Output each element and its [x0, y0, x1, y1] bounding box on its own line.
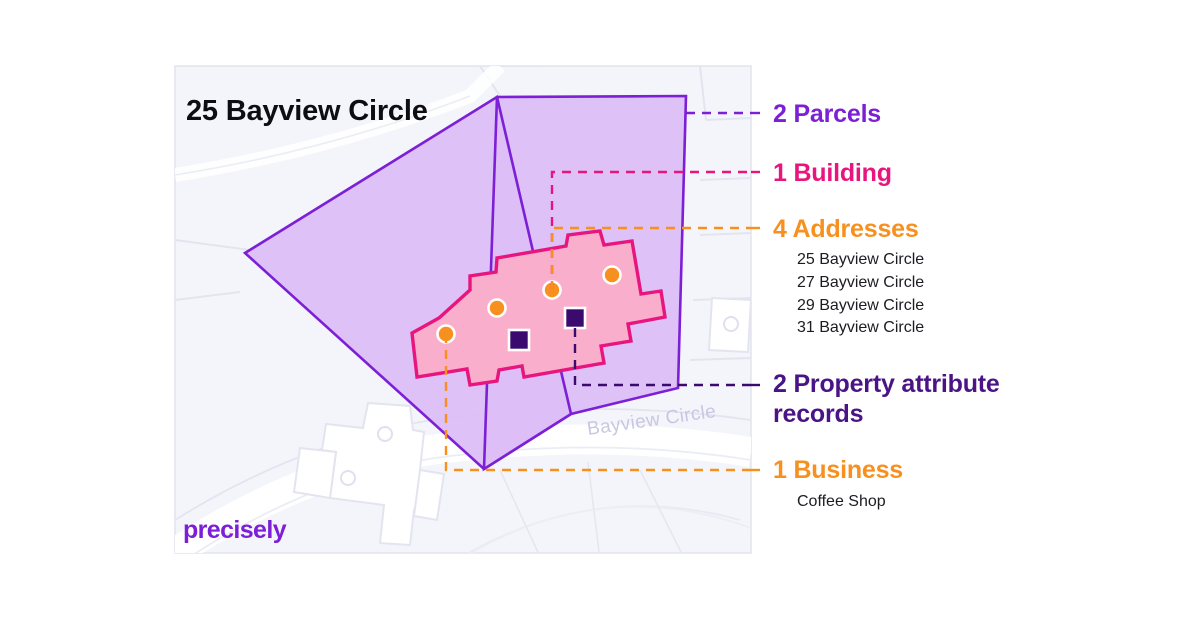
- leader-line-addresses: [550, 226, 751, 290]
- callout-property-attributes: 2 Property attribute records: [773, 370, 1000, 428]
- callout-business-label: 1 Business: [773, 456, 903, 484]
- precisely-logo: precisely: [183, 516, 287, 544]
- property-attribute-point-1: [507, 328, 531, 352]
- callout-parcels-label: 2 Parcels: [773, 100, 881, 128]
- leader-line-property-attributes: [573, 328, 751, 387]
- callout-property-attributes-label-line1: 2 Property attribute: [773, 370, 1000, 398]
- callout-addresses-item-2: 27 Bayview Circle: [797, 274, 924, 291]
- callout-addresses: 4 Addresses 25 Bayview Circle 27 Bayview…: [773, 215, 924, 336]
- map-roads: [175, 66, 751, 553]
- callout-parcels: 2 Parcels: [773, 100, 881, 128]
- map-background-buildings: [292, 401, 446, 547]
- address-point-4: [602, 265, 622, 285]
- callout-property-attributes-label-line2: records: [773, 400, 863, 428]
- callout-business: 1 Business Coffee Shop: [773, 456, 903, 510]
- leader-lines-outside: [751, 111, 766, 472]
- map-background-building-markers: [340, 426, 393, 486]
- callout-addresses-item-3: 29 Bayview Circle: [797, 297, 924, 314]
- address-point-2: [487, 298, 507, 318]
- callout-building-label: 1 Building: [773, 159, 892, 187]
- leader-line-business: [444, 334, 751, 472]
- callout-business-item-1: Coffee Shop: [797, 493, 886, 510]
- property-attribute-points: [507, 306, 587, 352]
- callout-addresses-label: 4 Addresses: [773, 215, 919, 243]
- callout-addresses-item-4: 31 Bayview Circle: [797, 319, 924, 336]
- building-footprint: [410, 229, 667, 387]
- map-background-building-right: [707, 296, 751, 354]
- map-title: 25 Bayview Circle: [186, 95, 428, 127]
- callout-addresses-item-1: 25 Bayview Circle: [797, 251, 924, 268]
- map-panel: Bayview Circle 25 Bayview Circle precise…: [174, 65, 752, 554]
- property-attribute-point-2: [563, 306, 587, 330]
- callout-building: 1 Building: [773, 159, 892, 187]
